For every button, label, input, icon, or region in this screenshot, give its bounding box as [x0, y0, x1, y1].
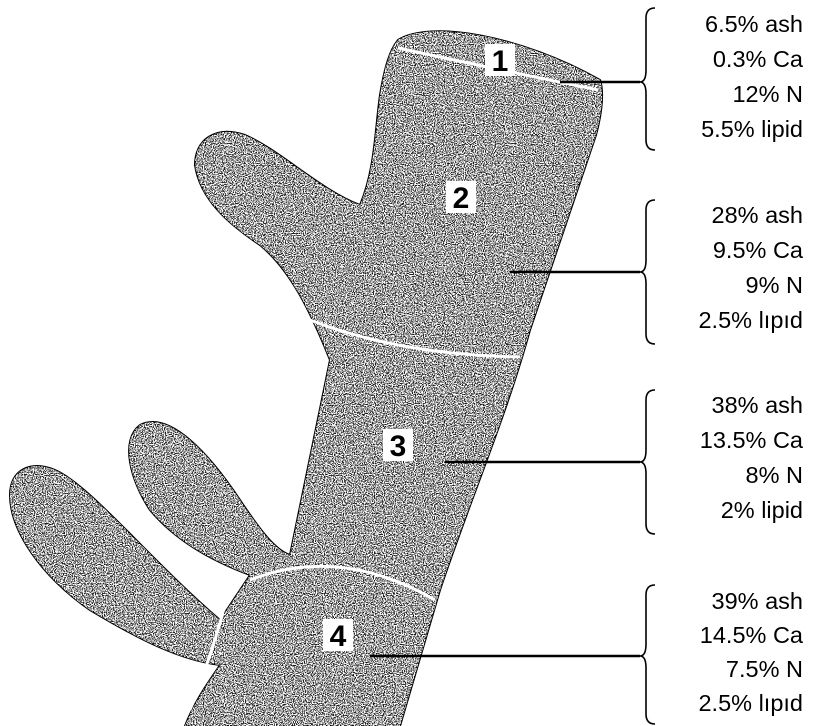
composition-region-4: 39% ash 14.5% Ca 7.5% N 2.5% lıpıd: [698, 588, 803, 716]
composition-region-3-n: 8% N: [746, 462, 803, 488]
brace-region-3: [640, 390, 655, 534]
composition-region-2-n: 9% N: [746, 272, 803, 298]
brace-region-4: [640, 585, 655, 724]
brace-region-2: [640, 200, 655, 344]
region-number-4-text: 4: [330, 620, 347, 653]
composition-region-2-ash: 28% ash: [712, 202, 803, 228]
composition-braces: [640, 8, 655, 724]
composition-region-1-lipid: 5.5% lipid: [701, 116, 803, 142]
region-number-4: 4: [323, 619, 353, 653]
composition-region-3-ca: 13.5% Ca: [700, 427, 804, 453]
region-number-3-text: 3: [390, 430, 407, 463]
composition-region-3: 38% ash 13.5% Ca 8% N 2% lipid: [700, 392, 804, 523]
brace-region-1: [640, 8, 655, 150]
composition-region-2-lipid: 2.5% lıpıd: [698, 307, 803, 333]
composition-region-4-ash: 39% ash: [712, 588, 803, 614]
composition-region-1: 6.5% ash 0.3% Ca 12% N 5.5% lipid: [701, 11, 804, 142]
composition-region-4-ca: 14.5% Ca: [700, 622, 804, 648]
region-number-1-text: 1: [492, 45, 509, 78]
composition-labels: 6.5% ash 0.3% Ca 12% N 5.5% lipid 28% as…: [698, 11, 803, 716]
region-number-2: 2: [446, 181, 476, 215]
composition-region-4-lipid: 2.5% lıpıd: [698, 690, 803, 716]
composition-region-3-ash: 38% ash: [712, 392, 803, 418]
composition-region-2: 28% ash 9.5% Ca 9% N 2.5% lıpıd: [698, 202, 803, 333]
composition-region-3-lipid: 2% lipid: [721, 497, 803, 523]
composition-region-1-ash: 6.5% ash: [705, 11, 803, 37]
region-number-2-text: 2: [453, 182, 470, 215]
composition-region-1-n: 12% N: [732, 81, 803, 107]
region-number-1: 1: [485, 44, 515, 78]
composition-region-1-ca: 0.3% Ca: [713, 46, 804, 72]
region-number-3: 3: [383, 429, 413, 463]
composition-region-4-n: 7.5% N: [726, 656, 803, 682]
composition-region-2-ca: 9.5% Ca: [713, 237, 804, 263]
